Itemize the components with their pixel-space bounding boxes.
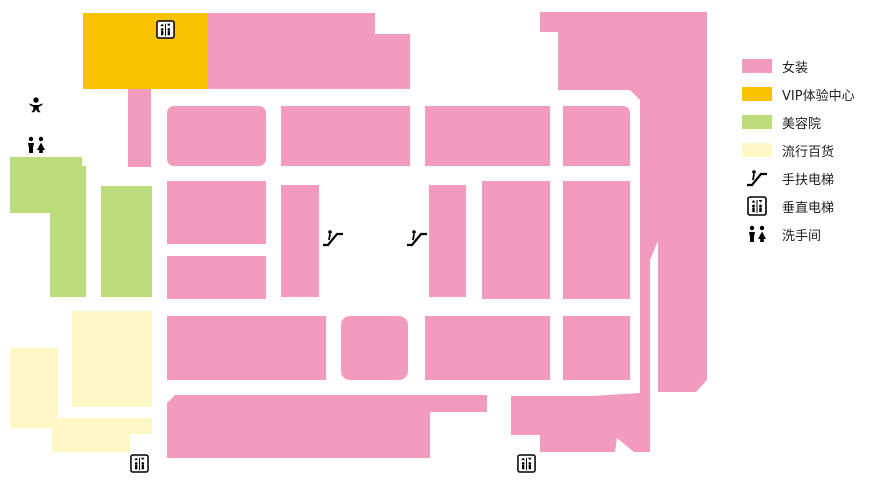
legend-label-escalator: 手扶电梯	[782, 173, 835, 188]
legend-label-popular-goods: 流行百货	[782, 145, 835, 160]
elevator-icon	[746, 196, 768, 216]
elevator-icon[interactable]	[517, 454, 536, 473]
escalator-icon	[746, 168, 768, 188]
elevator-icon[interactable]	[156, 20, 175, 39]
store-r4c4[interactable]	[563, 316, 630, 380]
store-r1c1[interactable]	[167, 106, 266, 166]
store-r4c2[interactable]	[341, 316, 408, 380]
store-right-large[interactable]	[511, 12, 707, 452]
legend-swatch-women-fashion	[742, 59, 772, 73]
escalator-icon[interactable]	[406, 229, 428, 247]
store-r4c1[interactable]	[167, 316, 326, 380]
store-r1c4[interactable]	[563, 106, 630, 166]
store-r4c3[interactable]	[425, 316, 550, 380]
store-r2c5[interactable]	[563, 181, 630, 299]
store-r3c1[interactable]	[167, 256, 266, 299]
store-top-center[interactable]	[208, 13, 410, 89]
store-r2c4[interactable]	[482, 181, 550, 299]
store-bottom-small[interactable]	[430, 395, 487, 412]
beauty-salon-right[interactable]	[101, 186, 152, 297]
legend-label-women-fashion: 女装	[782, 61, 809, 76]
legend-swatch-vip-center	[742, 87, 772, 101]
restroom-icon	[746, 224, 768, 244]
store-left-strip[interactable]	[128, 89, 151, 167]
popular-goods-main[interactable]	[72, 311, 152, 407]
legend-label-beauty-salon: 美容院	[782, 117, 822, 132]
store-r1c3[interactable]	[425, 106, 550, 166]
baby-care-icon[interactable]	[29, 97, 43, 113]
restroom-icon[interactable]	[28, 136, 45, 153]
store-bottom-wide[interactable]	[167, 395, 430, 458]
legend-label-elevator: 垂直电梯	[782, 201, 835, 216]
escalator-icon[interactable]	[322, 229, 344, 247]
store-r2c2[interactable]	[281, 185, 319, 297]
store-right-lower[interactable]	[658, 257, 707, 392]
legend-label-vip-center: VIP体验中心	[782, 89, 855, 104]
elevator-icon[interactable]	[130, 454, 149, 473]
legend-swatch-popular-goods	[742, 143, 772, 157]
legend-swatch-beauty-salon	[742, 115, 772, 129]
store-r2c1[interactable]	[167, 181, 266, 244]
beauty-salon-left[interactable]	[10, 157, 86, 297]
legend-label-restroom: 洗手间	[782, 229, 822, 244]
vip-experience-center[interactable]	[83, 13, 208, 89]
popular-goods-bottom[interactable]	[10, 348, 152, 452]
store-r2c3[interactable]	[429, 185, 466, 297]
store-r1c2[interactable]	[281, 106, 410, 166]
